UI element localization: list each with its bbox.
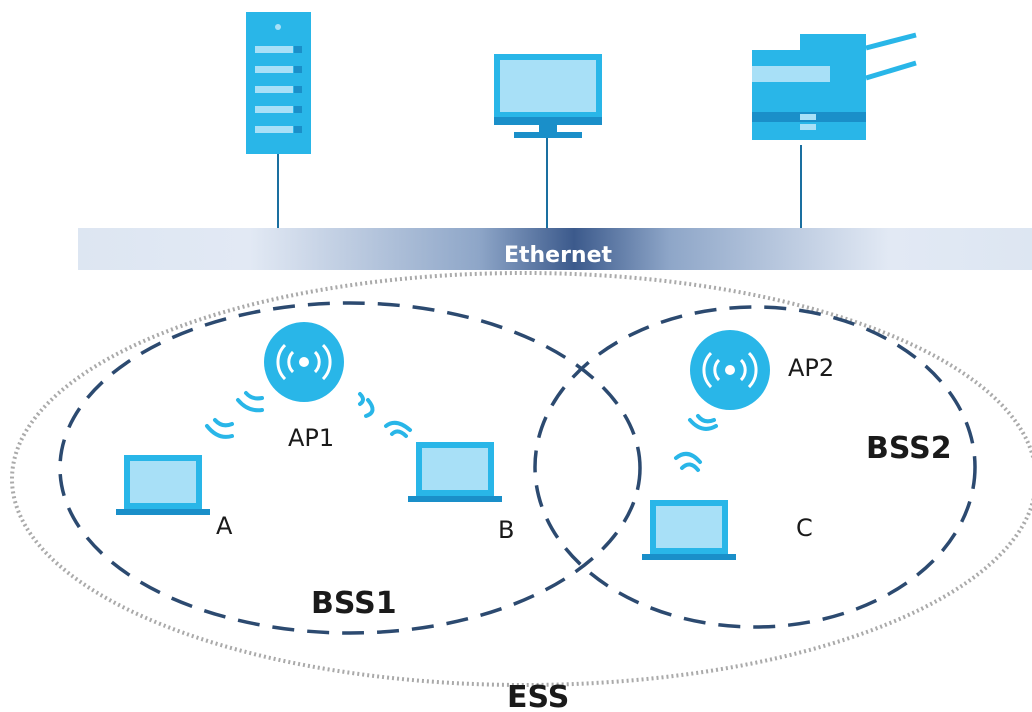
bss1-label: BSS1 bbox=[311, 586, 397, 621]
access-point-ap2-icon bbox=[690, 330, 770, 410]
laptop-b-icon bbox=[408, 442, 502, 502]
ethernet-bus: Ethernet bbox=[78, 228, 1032, 270]
laptop-c-icon bbox=[642, 500, 736, 560]
wifi-signal-icon bbox=[676, 416, 716, 470]
client-b-label: B bbox=[498, 516, 514, 544]
monitor-icon bbox=[494, 54, 602, 138]
client-a-label: A bbox=[216, 512, 233, 540]
printer-icon bbox=[752, 34, 916, 140]
client-c-label: C bbox=[796, 514, 813, 542]
ess-label: ESS bbox=[507, 680, 569, 712]
ap1-label: AP1 bbox=[288, 424, 334, 452]
bss2-label: BSS2 bbox=[866, 431, 952, 466]
wifi-signal-icon bbox=[360, 394, 410, 436]
wired-connections bbox=[278, 138, 801, 228]
server-icon bbox=[246, 12, 311, 154]
ap2-label: AP2 bbox=[788, 354, 834, 382]
ethernet-label: Ethernet bbox=[504, 243, 613, 268]
laptop-a-icon bbox=[116, 455, 210, 515]
access-point-ap1-icon bbox=[264, 322, 344, 402]
wifi-signal-icon bbox=[207, 393, 262, 437]
